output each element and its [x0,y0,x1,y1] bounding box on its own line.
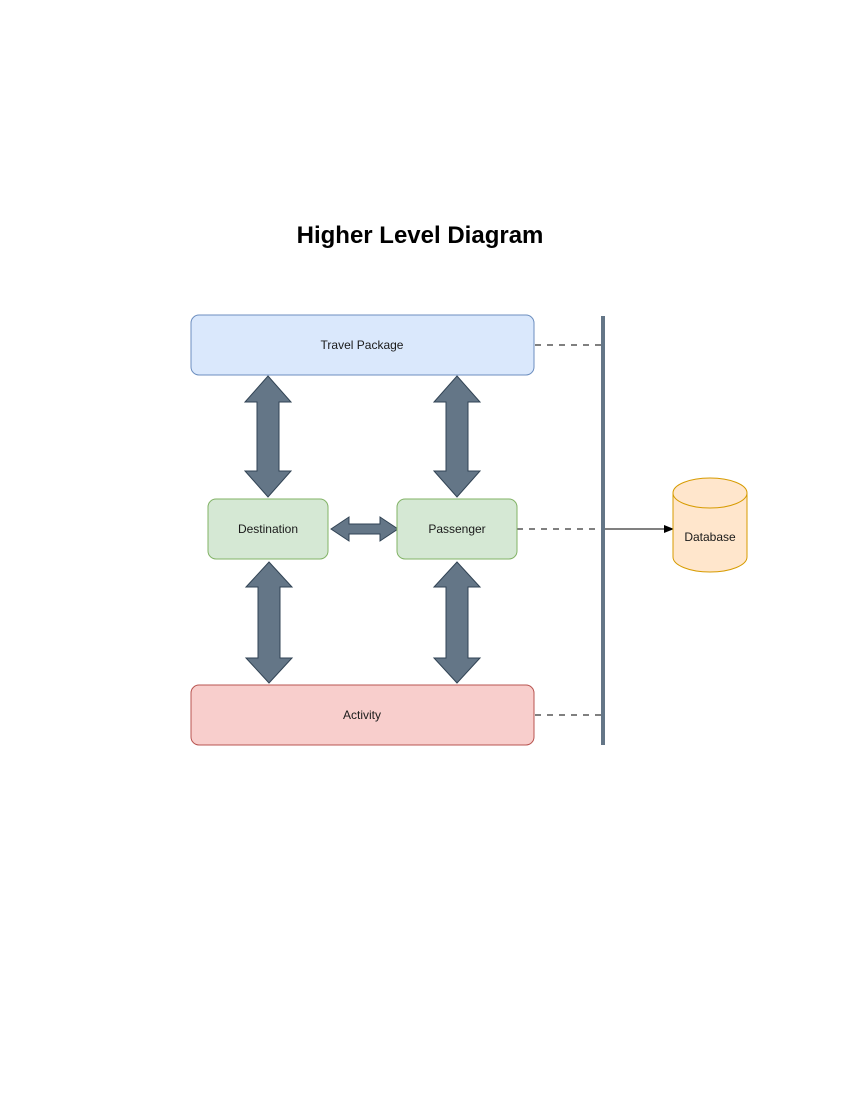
database-label: Database [684,530,736,544]
double-arrow-destination-passenger [330,516,399,542]
double-arrow-passenger-activity [432,561,482,684]
destination-label: Destination [238,522,298,536]
diagram-title: Higher Level Diagram [296,222,544,249]
double-arrow-travel-package-passenger [432,375,482,498]
travel-package-box [190,314,535,376]
activity-box [190,684,535,746]
node-activity[interactable]: Activity [190,684,535,746]
double-arrow-travel-package-destination [243,375,293,498]
passenger-label: Passenger [428,522,485,536]
double-arrow-destination-activity [244,561,294,684]
passenger-box [396,498,518,560]
destination-box [207,498,329,560]
node-travel-package[interactable]: Travel Package [190,314,535,376]
travel-package-label: Travel Package [321,338,404,352]
node-destination[interactable]: Destination [207,498,329,560]
database-cylinder-top [672,477,748,509]
data-bus-line [601,316,605,745]
activity-label: Activity [343,708,381,722]
node-database[interactable]: Database [672,477,748,573]
node-passenger[interactable]: Passenger [396,498,518,560]
database-cylinder-body [672,493,748,573]
